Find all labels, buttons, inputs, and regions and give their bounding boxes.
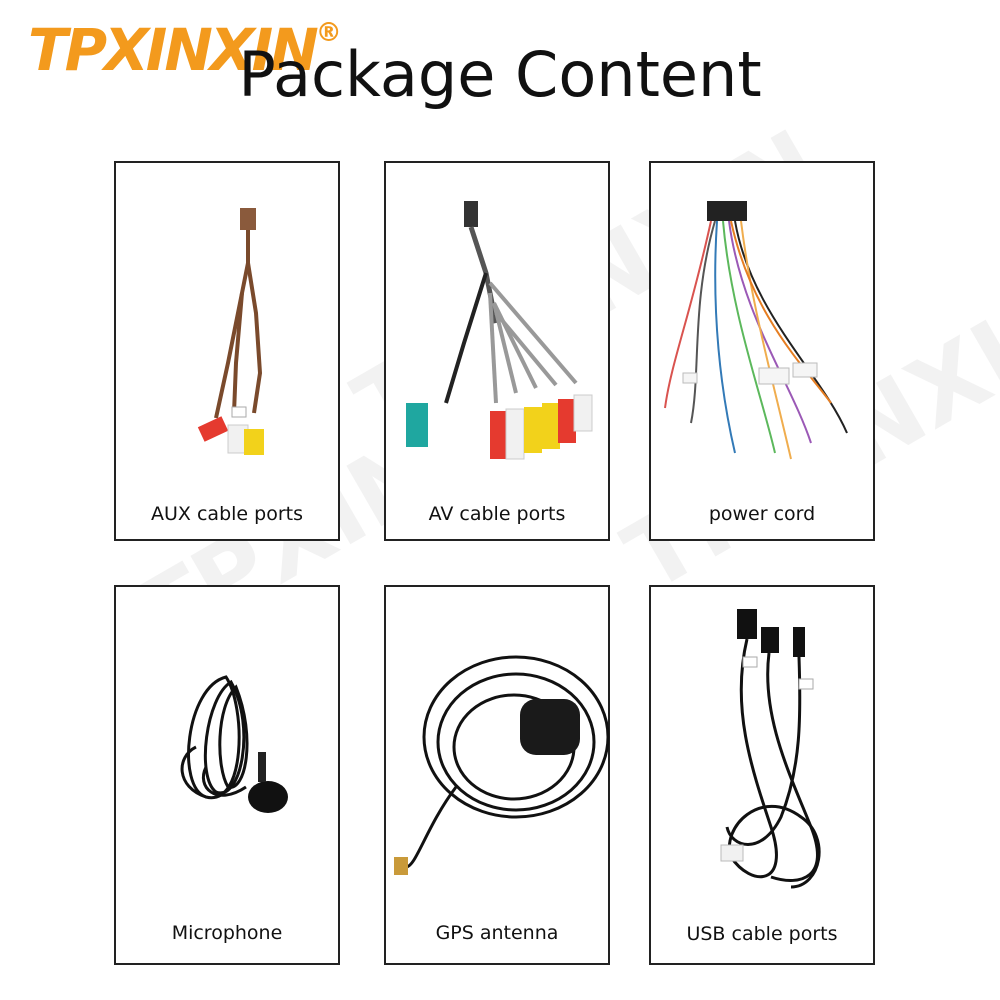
- gps-antenna-image: [394, 655, 610, 875]
- power-cord-image: [664, 201, 848, 460]
- item-label: AV cable ports: [428, 503, 566, 525]
- product-card-power-cord: power cord: [649, 161, 875, 541]
- product-card-av: AV cable ports: [384, 161, 610, 541]
- item-label: power cord: [708, 503, 816, 525]
- usb-cable-image: [720, 609, 821, 889]
- av-cable-image: [406, 201, 593, 460]
- product-card-aux: AUX cable ports: [114, 161, 340, 541]
- product-card-usb-cable: USB cable ports: [649, 585, 875, 965]
- aux-cable-image: [197, 208, 264, 455]
- item-label: Microphone: [171, 922, 283, 944]
- item-label: USB cable ports: [686, 923, 838, 945]
- item-label: AUX cable ports: [151, 503, 303, 525]
- product-card-microphone: Microphone: [114, 585, 340, 965]
- brand-logo: TPXINXIN®: [28, 16, 342, 84]
- item-label: GPS antenna: [435, 922, 559, 944]
- page-title: Package Content: [238, 38, 762, 111]
- product-card-gps-antenna: GPS antenna: [384, 585, 610, 965]
- microphone-image: [180, 675, 288, 813]
